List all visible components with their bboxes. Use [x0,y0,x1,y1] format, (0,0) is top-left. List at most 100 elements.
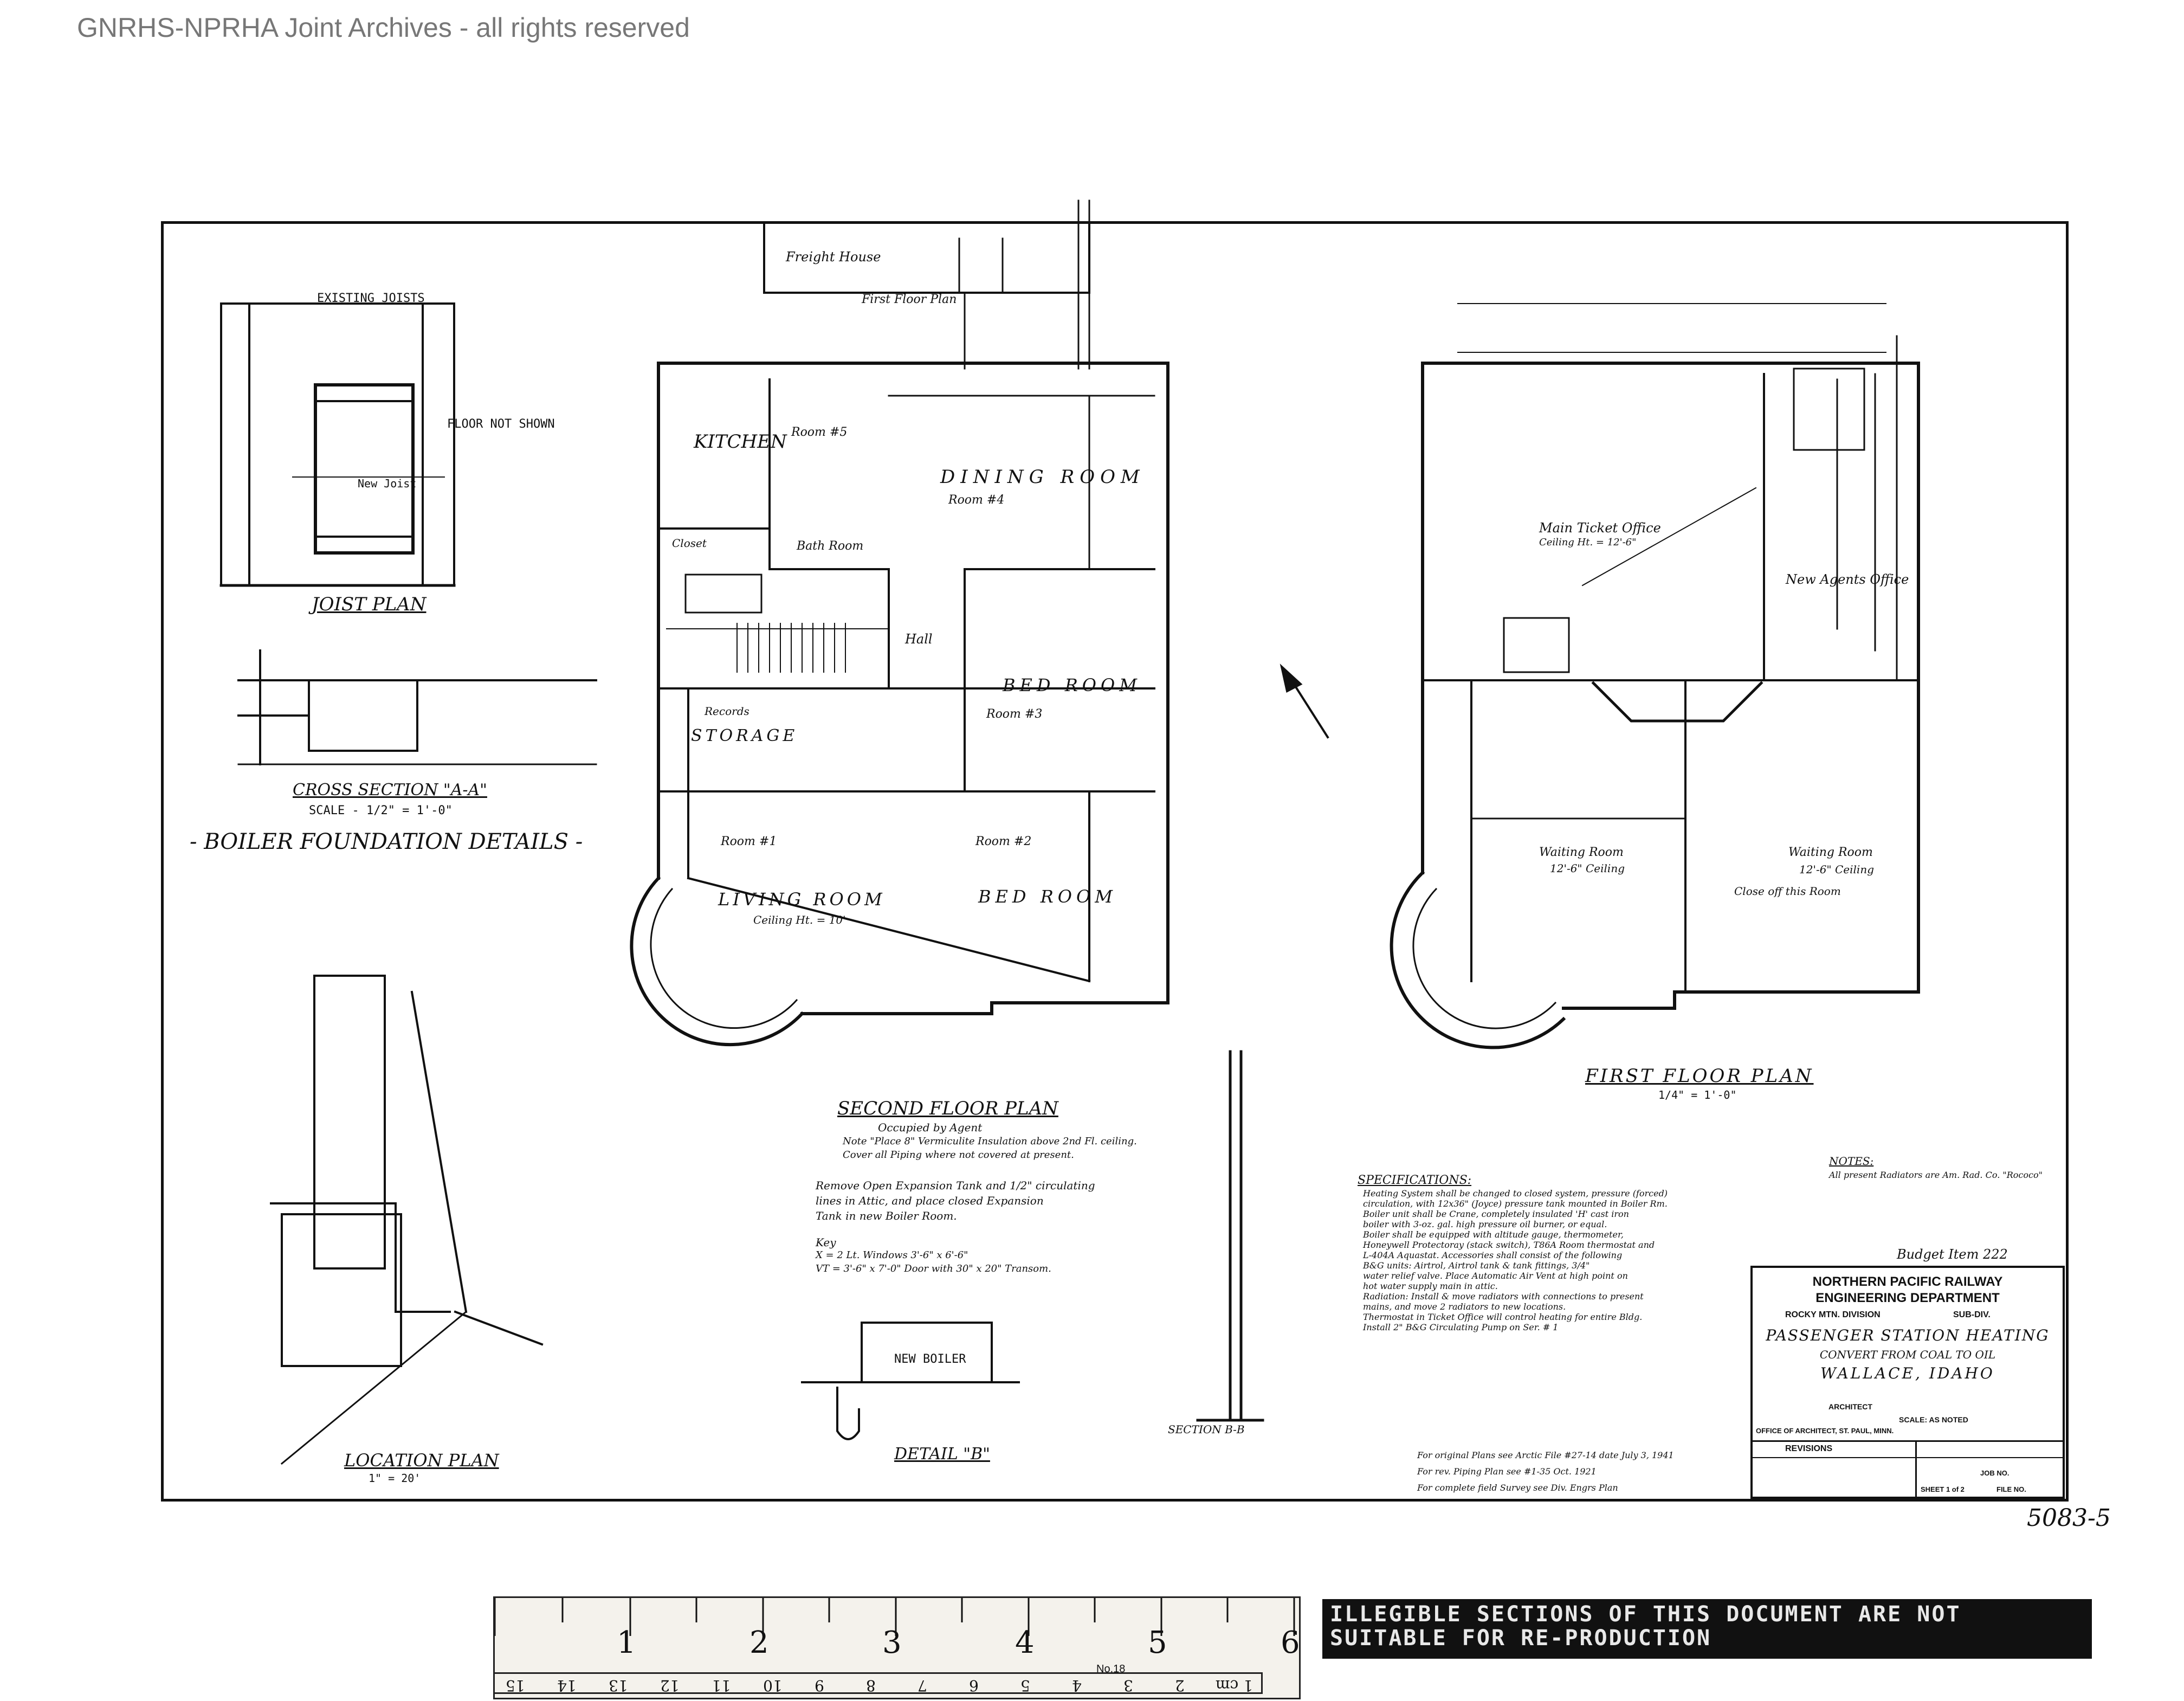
reference-line: For complete field Survey see Div. Engrs… [1417,1483,1618,1493]
drawing-sheet [161,221,2069,1502]
second-floor-plan-title: SECOND FLOOR PLAN [837,1098,1058,1119]
metric-ruler: 15 14 13 12 11 10 9 8 7 6 5 4 3 2 1 cm [493,1672,1263,1694]
location-plan-title: LOCATION PLAN [344,1450,499,1471]
new-joist-label: New Joist [358,477,417,490]
waiting-room-left-ceiling: 12'-6" Ceiling [1550,862,1625,875]
title-department: ENGINEERING DEPARTMENT [1815,1291,2000,1305]
spec-line: hot water supply main in attic. [1363,1281,1498,1291]
file-no-label: FILE NO. [1996,1485,2026,1493]
bed-room2-label: BED ROOM [978,886,1117,907]
bath-room-label: Bath Room [797,539,864,553]
spec-line: Install 2" B&G Circulating Pump on Ser. … [1363,1322,1559,1332]
spec-line: circulation, with 12x36" (Joyce) pressur… [1363,1199,1668,1209]
notes-title: NOTES: [1829,1155,1874,1168]
title-railway: NORTHERN PACIFIC RAILWAY [1812,1274,2003,1289]
metric-ruler-number: 8 [866,1677,876,1694]
title-division: ROCKY MTN. DIVISION [1785,1310,1881,1319]
key-windows: X = 2 Lt. Windows 3'-6" x 6'-6" [816,1249,968,1261]
first-floor-plan-inset-label: First Floor Plan [862,293,957,306]
metric-ruler-number: 3 [1123,1677,1133,1694]
key-title: Key [816,1236,836,1249]
title-architect: ARCHITECT [1828,1402,1872,1411]
spec-line: mains, and move 2 radiators to new locat… [1363,1301,1566,1312]
reference-line: For rev. Piping Plan see #1-35 Oct. 1921 [1417,1466,1597,1477]
hall-label: Hall [905,632,933,647]
revisions-table: REVISIONS JOB NO. SHEET 1 of 2 FILE NO. [1753,1440,2063,1500]
metric-ruler-number: 11 [712,1677,731,1694]
spec-line: Boiler unit shall be Crane, completely i… [1363,1209,1629,1219]
cross-section-title: CROSS SECTION "A-A" [293,781,487,800]
title-subtitle: CONVERT FROM COAL TO OIL [1819,1348,1996,1361]
job-no-label: JOB NO. [1980,1469,2009,1477]
spec-line: Thermostat in Ticket Office will control… [1363,1312,1643,1322]
spec-line: L-404A Aquastat. Accessories shall consi… [1363,1250,1623,1260]
floor-not-shown-label: FLOOR NOT SHOWN [447,417,555,431]
room2-label: Room #2 [975,835,1032,848]
metric-ruler-number: 7 [917,1677,927,1694]
second-floor-remove2: lines in Attic, and place closed Expansi… [816,1194,1044,1207]
ruler-number: 2 [749,1625,769,1660]
spec-line: water relief valve. Place Automatic Air … [1363,1271,1628,1281]
first-floor-plan-scale: 1/4" = 1'-0" [1658,1088,1737,1101]
metric-ruler-number: 13 [609,1677,628,1694]
second-floor-remove1: Remove Open Expansion Tank and 1/2" circ… [816,1179,1095,1192]
second-floor-remove3: Tank in new Boiler Room. [816,1209,957,1222]
joist-plan-title: JOIST PLAN [312,594,427,615]
ruler-number: 6 [1281,1625,1300,1660]
metric-ruler-number: 2 [1175,1677,1185,1694]
specifications-title: SPECIFICATIONS: [1358,1174,1472,1187]
main-ticket-office-ceiling: Ceiling Ht. = 12'-6" [1539,537,1637,548]
close-off-room-label: Close off this Room [1734,885,1841,898]
room4-label: Room #4 [948,493,1005,507]
new-boiler-label: NEW BOILER [894,1352,966,1366]
freight-house-label: Freight House [786,249,881,265]
dining-room-label: DINING ROOM [940,466,1145,488]
location-plan-scale: 1" = 20' [369,1472,421,1485]
title-location: WALLACE, IDAHO [1820,1364,1995,1382]
ruler-number: 1 [617,1625,636,1660]
section-bb-title: SECTION B-B [1168,1423,1245,1436]
spec-line: B&G units: Airtrol, Airtrol tank & tank … [1363,1260,1590,1271]
spec-line: Honeywell Protectoray (stack switch), T8… [1363,1240,1655,1250]
existing-joists-label: EXISTING JOISTS [317,292,425,305]
closet-label: Closet [672,537,707,550]
sheet-label: SHEET 1 of 2 [1921,1485,1965,1493]
living-room-ceiling: Ceiling Ht. = 10' [753,913,846,926]
location-plan-drawing [270,975,544,1465]
second-floor-occupied: Occupied by Agent [878,1121,983,1134]
waiting-room-left-label: Waiting Room [1539,846,1624,859]
records-label: Records [705,705,749,718]
room5-label: Room #5 [791,426,848,439]
second-floor-note1: Note "Place 8" Vermiculite Insulation ab… [843,1136,1137,1147]
budget-item-label: Budget Item 222 [1897,1247,2008,1262]
room1-label: Room #1 [721,835,777,848]
detail-b-title: DETAIL "B" [894,1445,990,1464]
spec-line: Radiation: Install & move radiators with… [1363,1291,1644,1301]
metric-ruler-number: 9 [815,1677,824,1694]
metric-ruler-number: 4 [1072,1677,1082,1694]
detail-b-drawing [801,1322,1020,1440]
cross-section-drawing [237,649,597,765]
spec-line: boiler with 3-oz. gal. high pressure oil… [1363,1219,1607,1229]
waiting-room-right-label: Waiting Room [1788,846,1873,859]
ruler-number: 5 [1148,1625,1167,1660]
waiting-room-right-ceiling: 12'-6" Ceiling [1799,863,1874,876]
living-room-label: LIVING ROOM [718,889,886,910]
title-block: NORTHERN PACIFIC RAILWAY ENGINEERING DEP… [1750,1266,2065,1500]
archive-watermark: GNRHS-NPRHA Joint Archives - all rights … [77,12,690,43]
revisions-hline [1753,1457,2063,1458]
metric-ruler-number: 12 [660,1677,680,1694]
section-bb-drawing [1196,1050,1264,1422]
spec-line: Boiler shall be equipped with altitude g… [1363,1229,1624,1240]
main-ticket-office-label: Main Ticket Office [1539,520,1661,536]
title-subdiv: SUB-DIV. [1953,1310,1991,1319]
key-doors: VT = 3'-6" x 7'-0" Door with 30" x 20" T… [816,1263,1051,1274]
metric-ruler-number: 5 [1020,1677,1030,1694]
title-scale: SCALE: AS NOTED [1899,1415,1968,1424]
ruler-maker-label: No.18 [1096,1663,1126,1675]
ruler-ticks [495,1598,1295,1636]
cross-section-scale: SCALE - 1/2" = 1'-0" [309,804,453,817]
north-arrow [1280,663,1329,739]
new-agents-office-label: New Agents Office [1786,572,1909,587]
